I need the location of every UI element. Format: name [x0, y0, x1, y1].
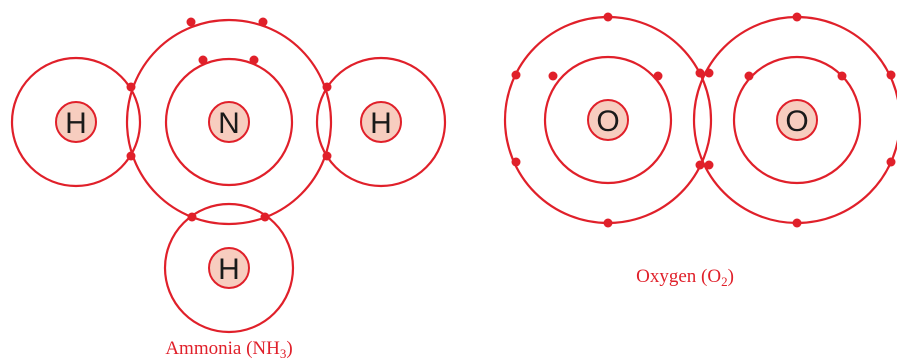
- hydrogen-left-nucleus: [55, 101, 97, 143]
- oxygen-right-outer-electron-upper-right: [886, 70, 896, 80]
- hydrogen-right-symbol: H: [370, 107, 392, 140]
- hydrogen-bottom-symbol: H: [218, 253, 240, 286]
- hydrogen-right-shell: [315, 56, 447, 188]
- shared-electron-bottom-left: [187, 212, 197, 222]
- hydrogen-bottom-atom: H: [208, 247, 250, 289]
- oxygen-left-outer-electron-lower-left: [511, 157, 521, 167]
- oxygen-right-inner-shell: [732, 55, 862, 185]
- nitrogen-inner-electron-left: [198, 55, 208, 65]
- shared-electron-oxygen-upper-2: [704, 68, 714, 78]
- oxygen-right-inner-electron-left: [744, 71, 754, 81]
- shared-electron-right-lower: [322, 151, 332, 161]
- ammonia-caption: Ammonia (NH3): [165, 338, 292, 361]
- shared-electron-right-upper: [322, 82, 332, 92]
- hydrogen-bottom-nucleus: [208, 247, 250, 289]
- hydrogen-left-symbol: H: [65, 107, 87, 140]
- hydrogen-left-atom: H: [55, 101, 97, 143]
- oxygen-right-atom: O: [776, 99, 818, 141]
- hydrogen-right-nucleus: [360, 101, 402, 143]
- hydrogen-right-atom: H: [360, 101, 402, 143]
- oxygen-left-outer-electron-top: [603, 12, 613, 22]
- shared-electron-left-lower: [126, 151, 136, 161]
- oxygen-caption: Oxygen (O2): [636, 266, 734, 289]
- oxygen-left-atom: O: [587, 99, 629, 141]
- ammonia-molecule: N H H H Ammonia (NH3): [10, 17, 447, 361]
- oxygen-left-inner-electron-left: [548, 71, 558, 81]
- nitrogen-atom: N: [208, 101, 250, 143]
- oxygen-right-outer-electron-bottom: [792, 218, 802, 228]
- oxygen-left-outer-electron-bottom: [603, 218, 613, 228]
- oxygen-right-nucleus: [776, 99, 818, 141]
- nitrogen-inner-electron-right: [249, 55, 259, 65]
- oxygen-right-inner-electron-right: [837, 71, 847, 81]
- nitrogen-inner-shell: [164, 57, 294, 187]
- nitrogen-outer-electron-top-left: [186, 17, 196, 27]
- shared-electron-oxygen-lower-1: [695, 160, 705, 170]
- oxygen-right-outer-electron-lower-right: [886, 157, 896, 167]
- oxygen-left-outer-electron-upper-left: [511, 70, 521, 80]
- shared-electron-left-upper: [126, 82, 136, 92]
- shared-electron-bottom-right: [260, 212, 270, 222]
- oxygen-right-symbol: O: [785, 105, 808, 138]
- oxygen-left-inner-shell: [543, 55, 673, 185]
- nitrogen-outer-electron-top-right: [258, 17, 268, 27]
- oxygen-right-outer-electron-top: [792, 12, 802, 22]
- nitrogen-nucleus: [208, 101, 250, 143]
- oxygen-left-inner-electron-right: [653, 71, 663, 81]
- hydrogen-left-shell: [10, 56, 142, 188]
- shared-electron-oxygen-upper-1: [695, 68, 705, 78]
- shared-electron-oxygen-lower-2: [704, 160, 714, 170]
- nitrogen-symbol: N: [218, 107, 240, 140]
- oxygen-left-nucleus: [587, 99, 629, 141]
- hydrogen-bottom-shell: [163, 202, 295, 334]
- oxygen-left-symbol: O: [596, 105, 619, 138]
- oxygen-molecule: O O Oxygen (O2): [503, 12, 897, 289]
- nitrogen-outer-shell: [125, 18, 333, 226]
